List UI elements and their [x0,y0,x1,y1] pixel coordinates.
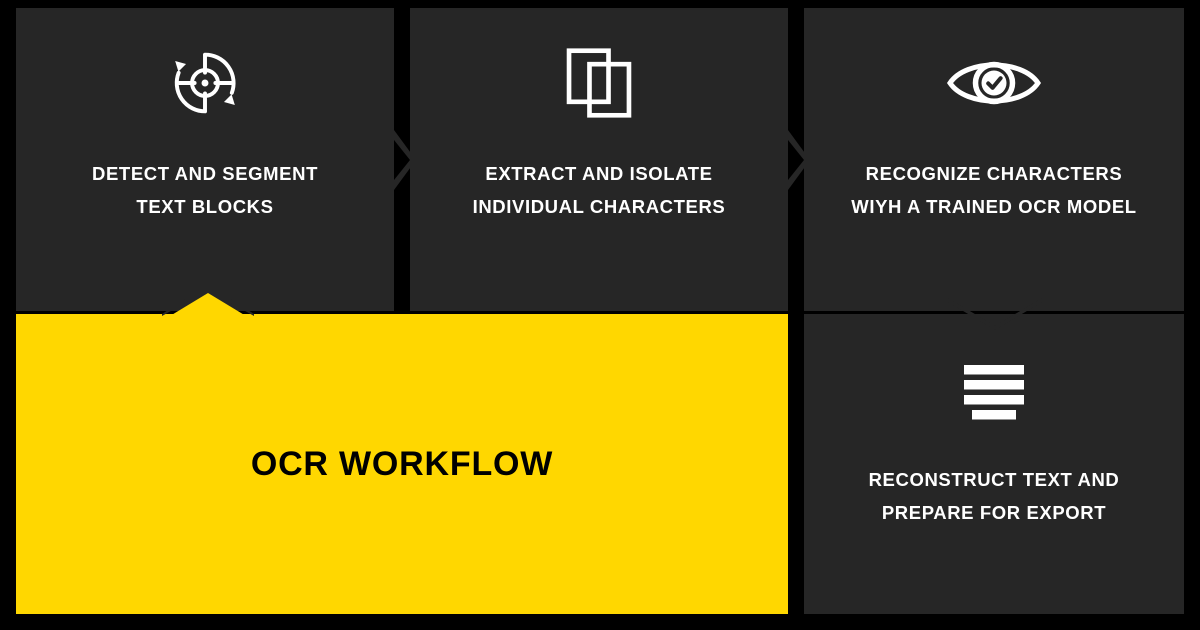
chevron-right-icon-2 [788,130,810,190]
text-lines-icon [804,314,1184,464]
target-crosshair-refresh-icon [16,8,394,158]
step-card-2-label: EXTRACT AND ISOLATE INDIVIDUAL CHARACTER… [472,163,726,217]
step-card-3-label: RECOGNIZE CHARACTERS WIYH A TRAINED OCR … [851,163,1137,217]
page-title: OCR WORKFLOW [250,444,554,483]
workflow-title-panel: OCR WORKFLOW [16,314,788,614]
step-card-1[interactable]: DETECT AND SEGMENT TEXT BLOCKS [16,8,394,311]
chevron-up-icon [162,284,254,316]
step-card-1-label: DETECT AND SEGMENT TEXT BLOCKS [92,163,318,217]
chevron-right-icon-1 [394,130,416,190]
chevron-down-icon [948,298,1042,330]
step-card-4[interactable]: RECONSTRUCT TEXT AND PREPARE FOR EXPORT [804,314,1184,614]
overlapping-rectangles-icon [410,8,788,158]
eye-check-icon [804,8,1184,158]
step-card-2[interactable]: EXTRACT AND ISOLATE INDIVIDUAL CHARACTER… [410,8,788,311]
step-card-4-label: RECONSTRUCT TEXT AND PREPARE FOR EXPORT [868,469,1120,523]
step-card-3[interactable]: RECOGNIZE CHARACTERS WIYH A TRAINED OCR … [804,8,1184,311]
